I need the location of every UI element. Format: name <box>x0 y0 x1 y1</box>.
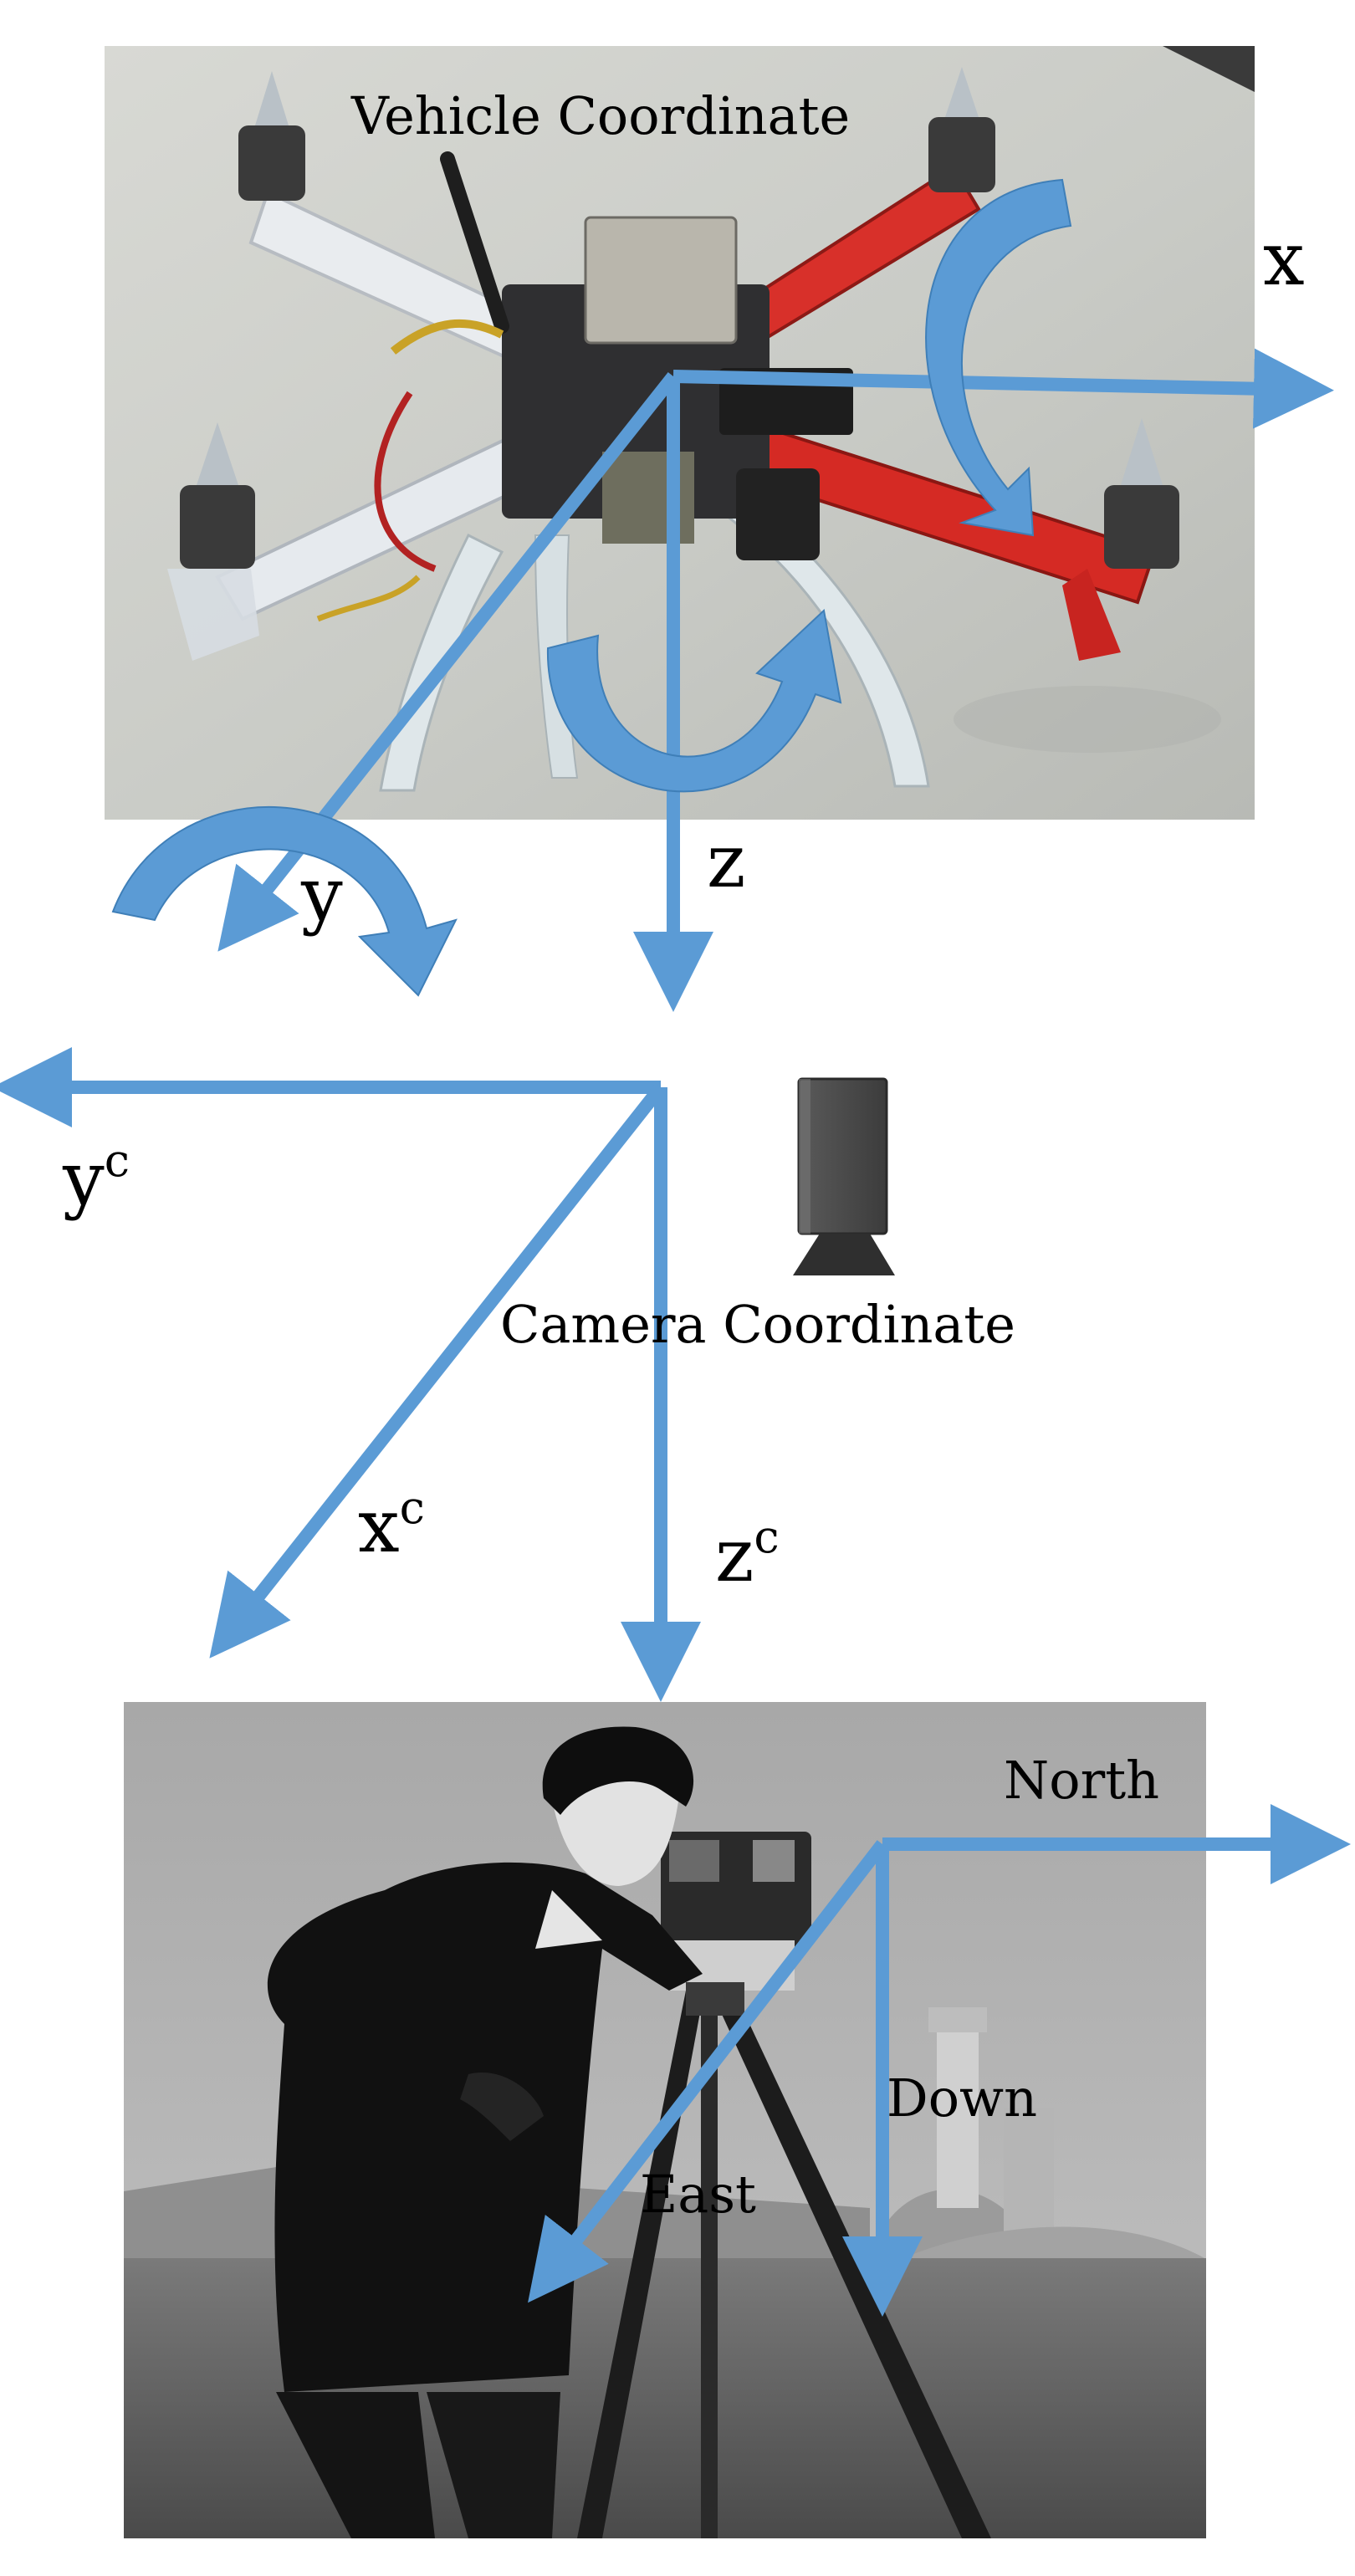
yaw-rotation-arrow <box>546 609 842 793</box>
vehicle-coordinate-title: Vehicle Coordinate <box>350 85 850 146</box>
camera-x-label: xc <box>358 1481 425 1569</box>
motor-front-left <box>238 71 305 201</box>
motor-front-right <box>928 67 995 192</box>
east-axis <box>528 1840 888 2303</box>
camera-axes <box>0 1047 701 1702</box>
world-axes <box>528 1804 1351 2317</box>
camera-icon <box>793 1077 895 1275</box>
down-label: Down <box>887 2067 1037 2129</box>
motor-rear-right <box>1104 418 1179 569</box>
vehicle-y-axis <box>217 372 679 952</box>
drone-photo <box>105 46 1255 820</box>
vehicle-axes <box>111 178 1334 1012</box>
roll-rotation-arrow <box>925 178 1072 537</box>
north-label: North <box>1004 1750 1159 1811</box>
camera-coordinate-title: Camera Coordinate <box>500 1294 1015 1355</box>
vehicle-x-axis <box>672 348 1334 429</box>
camera-y-label: yc <box>62 1134 130 1222</box>
vehicle-z-label: z <box>707 818 745 904</box>
pitch-rotation-arrow <box>111 806 458 997</box>
cameraman-photo <box>124 1702 1206 2538</box>
motor-rear-left <box>167 422 259 661</box>
vehicle-y-label: y <box>300 851 343 938</box>
vehicle-x-label: x <box>1263 216 1305 302</box>
camera-x-axis <box>209 1083 667 1659</box>
east-label: East <box>640 2164 756 2225</box>
camera-z-label: zc <box>715 1510 780 1598</box>
